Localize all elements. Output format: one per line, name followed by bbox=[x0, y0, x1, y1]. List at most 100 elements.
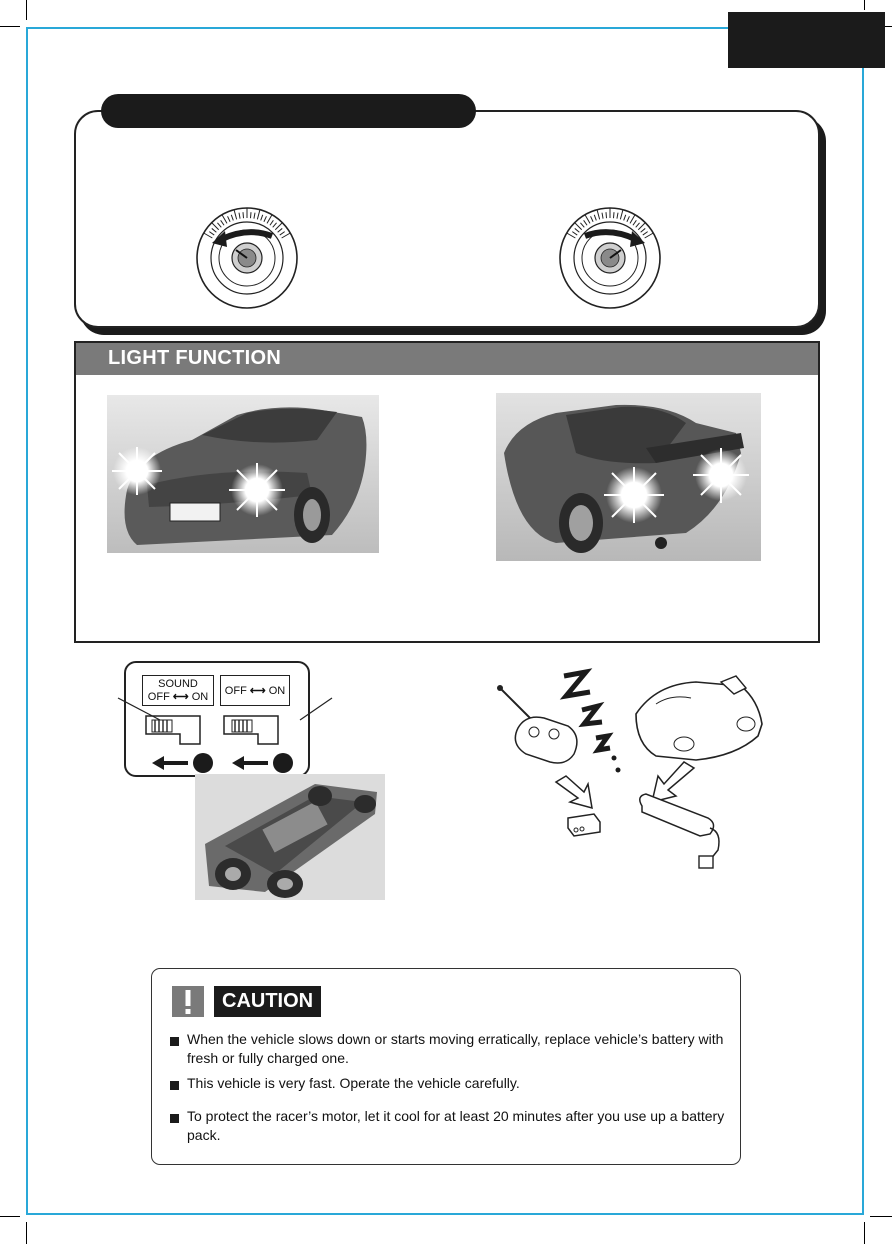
dial-tick bbox=[572, 231, 578, 236]
dial-tick bbox=[233, 209, 238, 220]
trim-mark bbox=[864, 1222, 865, 1244]
caution-bullet bbox=[170, 1081, 179, 1090]
light-switch-off-label: OFF bbox=[224, 685, 247, 697]
car-front-headlights-image bbox=[107, 395, 379, 553]
dial-tick bbox=[230, 214, 234, 221]
dial-tick bbox=[253, 212, 256, 219]
light-switch-label-box bbox=[220, 675, 290, 706]
double-arrow-icon: ⟷ bbox=[249, 685, 266, 697]
light-function-title: LIGHT FUNCTION bbox=[108, 347, 282, 369]
transmitter-battery-icon bbox=[567, 813, 601, 837]
trim-mark bbox=[864, 0, 865, 10]
light-switch-off-on: OFF ⟷ ON bbox=[220, 685, 290, 697]
sound-switch-label-box bbox=[142, 675, 214, 706]
sound-switch-off-on: OFF ⟷ ON bbox=[142, 691, 214, 703]
dial-tick bbox=[566, 232, 576, 239]
dial-tick bbox=[619, 209, 624, 220]
dial-tick bbox=[642, 231, 648, 236]
dial-tick bbox=[281, 232, 291, 239]
dial-tick bbox=[626, 216, 630, 222]
dial-tick bbox=[279, 231, 285, 236]
dial-tick bbox=[260, 214, 264, 221]
car-outline-icon bbox=[635, 675, 763, 761]
dial-ticks bbox=[203, 208, 291, 239]
dial-tick bbox=[590, 216, 594, 222]
dial-tick bbox=[217, 222, 222, 228]
caution-bullet bbox=[170, 1037, 179, 1046]
dial-tick bbox=[269, 220, 274, 226]
caution-bullet bbox=[170, 1114, 179, 1123]
switch-panel: SOUND OFF ⟷ ON OFF ⟷ ON bbox=[124, 661, 310, 777]
dial-tick bbox=[249, 212, 252, 219]
page-frame bbox=[26, 27, 864, 1215]
dial-tick bbox=[203, 232, 213, 239]
dial-tick bbox=[612, 212, 615, 219]
caution-item: To protect the racer’s motor, let it coo… bbox=[187, 1108, 725, 1143]
light-switch-direction-arrow bbox=[232, 753, 293, 773]
dial-tick bbox=[238, 212, 241, 219]
dial-tick bbox=[574, 222, 583, 231]
trim-mark bbox=[26, 0, 27, 20]
sound-switch-title: SOUND bbox=[158, 678, 198, 690]
sleep-z-icon bbox=[559, 668, 614, 754]
dial-panel-header bbox=[101, 94, 476, 128]
exclamation-glyph bbox=[185, 990, 191, 1014]
dial-tick bbox=[596, 209, 601, 220]
dial-tick bbox=[601, 212, 604, 219]
dial-tick bbox=[221, 214, 228, 224]
dial-tick bbox=[584, 214, 591, 224]
dial-tick bbox=[593, 214, 597, 221]
dial-tick bbox=[580, 222, 585, 228]
sound-slide-switch[interactable] bbox=[144, 714, 202, 746]
light-switch-on-label: ON bbox=[268, 685, 286, 697]
storage-illustration bbox=[497, 668, 763, 869]
dial-tick bbox=[644, 232, 654, 239]
dial-tick bbox=[211, 222, 220, 231]
trim-mark bbox=[870, 1216, 892, 1217]
dial-tick bbox=[635, 222, 640, 228]
dial-tick bbox=[637, 222, 646, 231]
dial-tick bbox=[274, 222, 283, 231]
dial-tick bbox=[211, 228, 217, 233]
dial-tick bbox=[263, 216, 267, 222]
car-rear-taillights-image bbox=[496, 393, 761, 561]
dial-panel bbox=[74, 110, 820, 328]
dial-ticks bbox=[566, 208, 654, 239]
trim-dial-right bbox=[559, 207, 661, 309]
caution-label: CAUTION bbox=[214, 986, 322, 1017]
light-function-header: LIGHT FUNCTION bbox=[76, 343, 818, 375]
car-chassis-underside-image bbox=[195, 774, 385, 900]
sound-switch-off-label: OFF bbox=[147, 691, 170, 703]
dial-tick bbox=[266, 214, 273, 224]
dial-tick bbox=[220, 220, 225, 226]
double-arrow-icon: ⟷ bbox=[172, 691, 189, 703]
trim-mark bbox=[26, 1222, 27, 1244]
dial-tick bbox=[277, 228, 283, 233]
down-arrow-icon bbox=[554, 761, 696, 810]
light-slide-switch[interactable] bbox=[222, 714, 280, 746]
caution-box: CAUTION When the vehicle slows down or s… bbox=[151, 968, 741, 1165]
dial-tick bbox=[605, 212, 608, 219]
trim-dial-left bbox=[196, 207, 298, 309]
vehicle-battery-pack-icon bbox=[639, 793, 720, 869]
dial-tick bbox=[209, 231, 215, 236]
page-corner-tab bbox=[728, 12, 885, 68]
caution-item: This vehicle is very fast. Operate the v… bbox=[187, 1075, 520, 1091]
dial-tick bbox=[242, 212, 245, 219]
trim-mark bbox=[0, 1216, 20, 1217]
sound-switch-direction-arrow bbox=[152, 753, 213, 773]
dial-tick bbox=[616, 212, 619, 219]
dial-tick bbox=[583, 220, 588, 226]
trim-mark bbox=[0, 26, 20, 27]
dial-tick bbox=[574, 228, 580, 233]
transmitter-icon bbox=[497, 685, 578, 764]
dial-tick bbox=[632, 220, 637, 226]
caution-item: When the vehicle slows down or starts mo… bbox=[187, 1031, 724, 1066]
dial-tick bbox=[227, 216, 231, 222]
exclamation-icon bbox=[172, 986, 204, 1017]
dial-tick bbox=[272, 222, 277, 228]
dial-tick bbox=[256, 209, 261, 220]
sound-switch-on-label: ON bbox=[191, 691, 209, 703]
dial-tick bbox=[629, 214, 636, 224]
dial-tick bbox=[640, 228, 646, 233]
